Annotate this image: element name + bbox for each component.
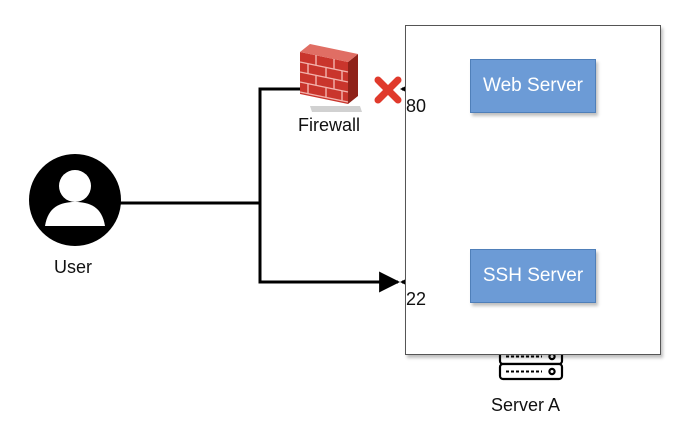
brick-firewall-icon bbox=[299, 44, 362, 112]
red-x-icon bbox=[374, 76, 402, 104]
server-a-label: Server A bbox=[491, 395, 561, 415]
web-server-node: Web Server bbox=[470, 59, 596, 113]
ssh-server-label: SSH Server bbox=[482, 265, 584, 286]
ssh-server-node: SSH Server bbox=[470, 249, 596, 303]
port-22-label: 22 bbox=[406, 289, 427, 309]
user-label: User bbox=[54, 257, 93, 277]
firewall-label: Firewall bbox=[298, 115, 361, 135]
user-avatar-icon bbox=[29, 154, 121, 246]
web-server-label: Web Server bbox=[483, 75, 583, 96]
port-80-label: 80 bbox=[406, 96, 427, 116]
